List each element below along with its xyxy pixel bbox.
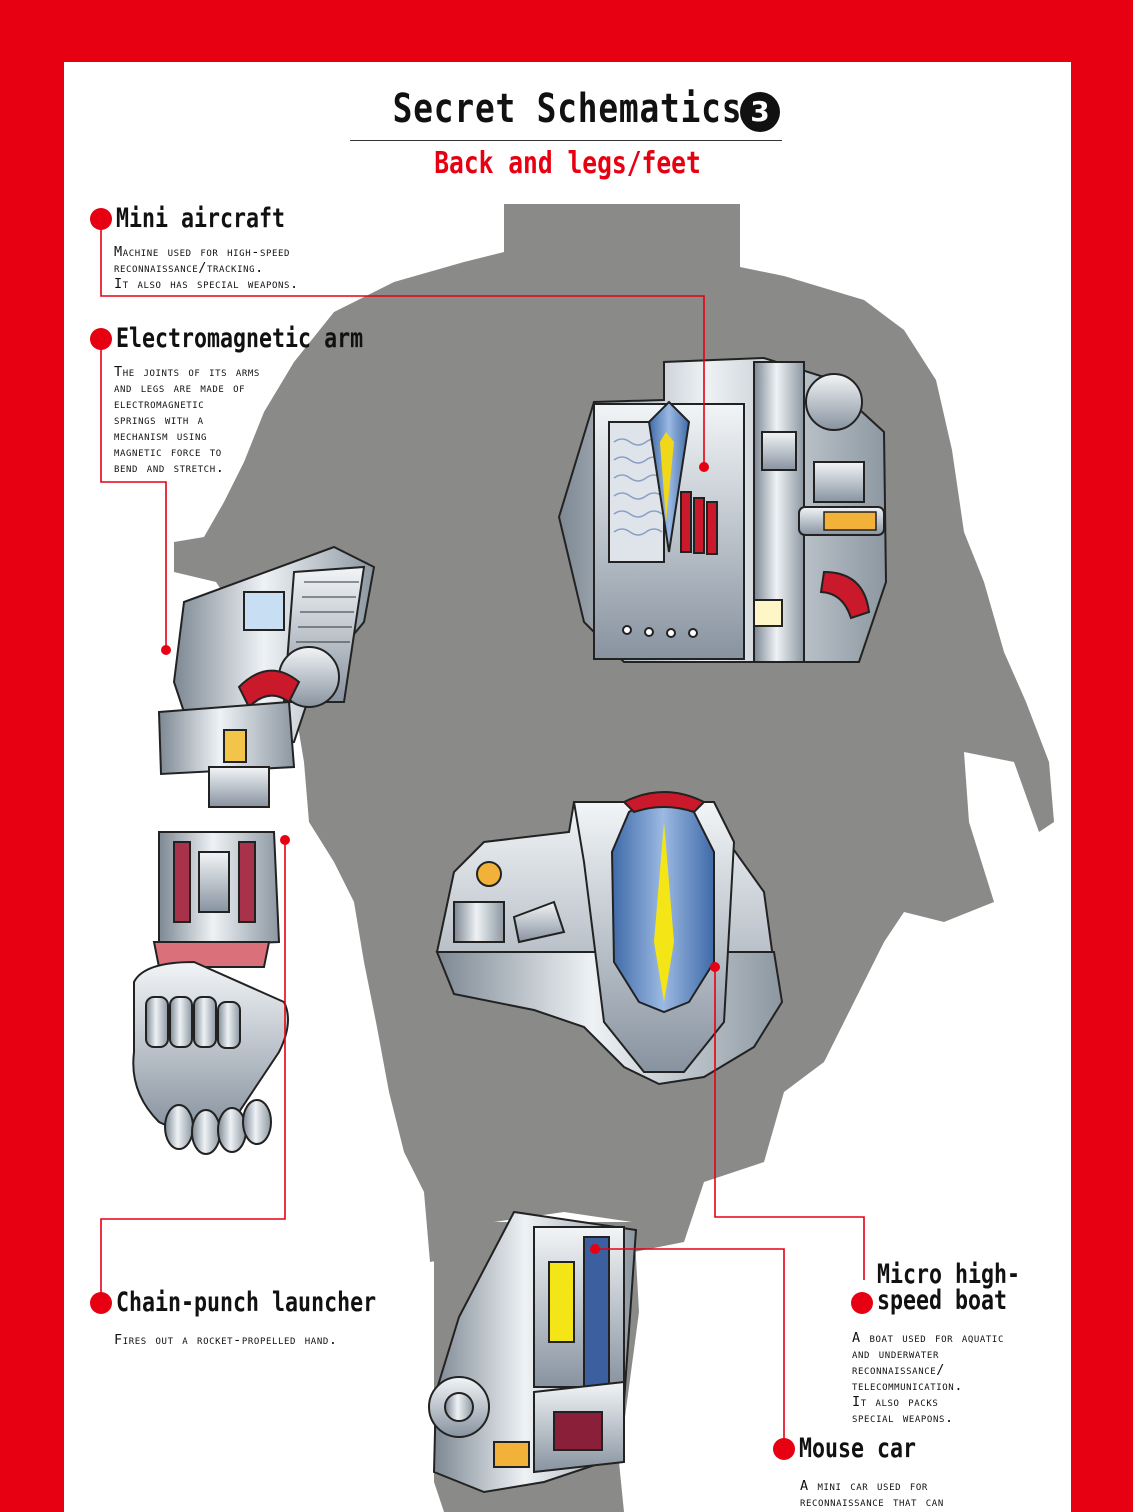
chain-punch-bullet (90, 1292, 112, 1314)
micro-boat-bullet (851, 1292, 873, 1314)
chain-punch-desc: Fires out a rocket-propelled hand. (114, 1332, 338, 1348)
title-divider (350, 140, 782, 141)
electromagnetic-arm-drawing (132, 545, 376, 1155)
hip-mechanism (435, 791, 784, 1086)
leader-chain-punch (100, 840, 286, 1303)
leader-mini-aircraft (100, 219, 705, 467)
micro-boat-desc: A boat used for aquatic and underwater r… (852, 1330, 1004, 1426)
schematic-artwork (100, 204, 1054, 1512)
electromagnetic-arm-desc: The joints of its arms and legs are made… (114, 364, 260, 476)
micro-boat-title: Micro high- speed boat (877, 1259, 1021, 1316)
back-mechanism (557, 356, 888, 663)
leg-mechanism (428, 1210, 639, 1512)
leader-electromagnetic-arm (100, 339, 167, 650)
electromagnetic-arm-title: Electromagnetic arm (116, 323, 364, 354)
robot-silhouette (174, 204, 1054, 1262)
leader-mouse-car (595, 1248, 785, 1448)
mini-aircraft-title: Mini aircraft (116, 203, 286, 234)
page-subtitle: Back and legs/feet (434, 146, 701, 181)
leader-micro-boat (714, 967, 865, 1280)
electromagnetic-arm-bullet (90, 328, 112, 350)
page-number-badge: 3 (740, 92, 780, 132)
leader-lines (100, 219, 865, 1448)
mini-aircraft-bullet (90, 208, 112, 230)
page-title: Secret Schematics (392, 86, 743, 132)
chain-punch-title: Chain-punch launcher (116, 1287, 377, 1318)
mouse-car-title: Mouse car (799, 1433, 917, 1464)
mouse-car-desc: A mini car used for reconnaissance that … (800, 1478, 944, 1510)
leader-dots (161, 462, 720, 1254)
mini-aircraft-desc: Machine used for high-speed reconnaissan… (114, 244, 299, 292)
mouse-car-bullet (773, 1438, 795, 1460)
schematic-page: Secret Schematics 3 Back and legs/feet M… (64, 62, 1071, 1512)
